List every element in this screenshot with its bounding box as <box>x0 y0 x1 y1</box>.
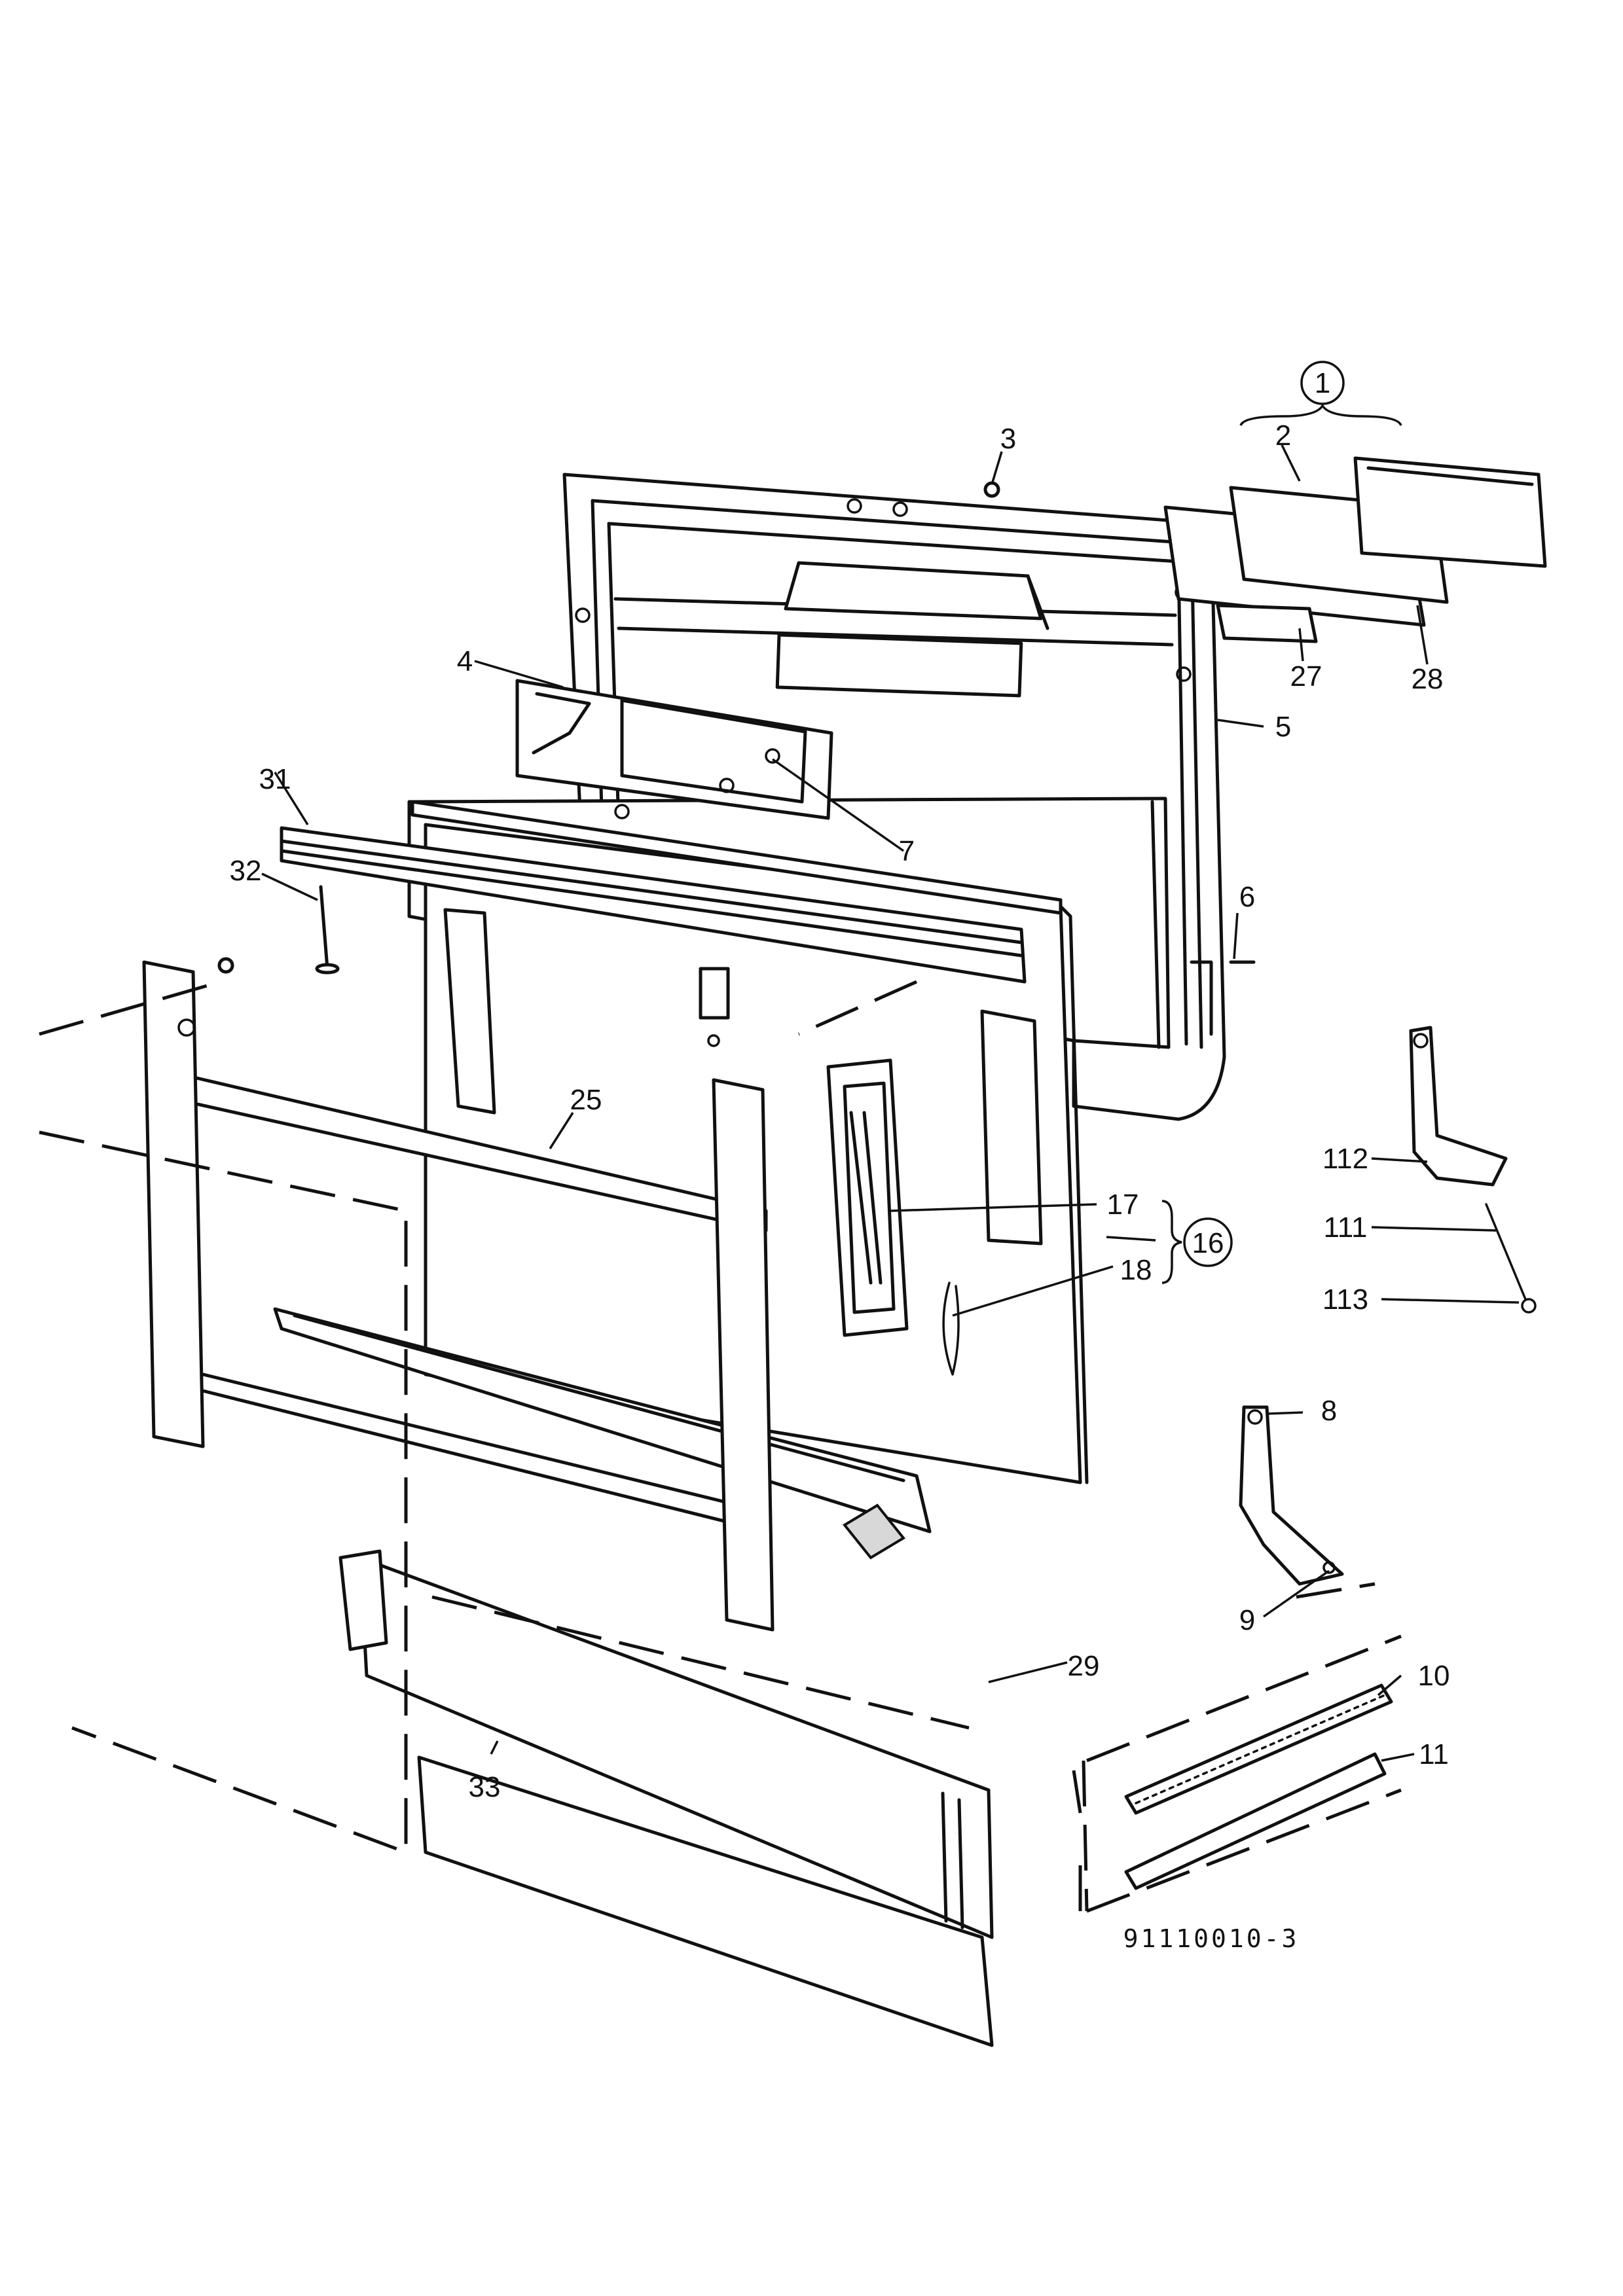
callout-2: 2 <box>1275 420 1291 452</box>
bracket-plate <box>515 679 833 820</box>
callout-11: 11 <box>1419 1738 1449 1770</box>
assembly-1-circle <box>1300 361 1345 405</box>
screw-left <box>217 957 234 974</box>
hinge-bracket-112 <box>1409 1026 1537 1314</box>
callout-32: 32 <box>230 855 262 887</box>
rod-11 <box>1124 1752 1387 1890</box>
bottom-trim <box>338 1549 994 2047</box>
callout-8: 8 <box>1321 1395 1337 1427</box>
callout-31: 31 <box>259 763 291 795</box>
callout-9: 9 <box>1239 1604 1255 1636</box>
callout-16: 16 <box>1192 1227 1224 1259</box>
inner-frame <box>175 1071 932 1560</box>
spring-rod-box-dashed <box>1082 1634 1402 1913</box>
leader-lines <box>261 403 1520 1762</box>
screw-32 <box>315 885 340 975</box>
callout-33: 33 <box>469 1771 501 1803</box>
callout-25: 25 <box>570 1084 602 1116</box>
callout-18: 18 <box>1120 1254 1152 1286</box>
callout-6: 6 <box>1239 881 1255 913</box>
vent-assembly <box>1163 456 1547 643</box>
callout-113: 113 <box>1322 1283 1368 1316</box>
callout-3: 3 <box>1000 423 1016 455</box>
callout-28: 28 <box>1412 663 1444 695</box>
right-upright <box>712 1078 775 1632</box>
callout-17: 17 <box>1107 1189 1139 1221</box>
drawing-code: 91110010-3 <box>1123 1924 1300 1953</box>
cabinet-outline-dashed <box>39 980 1376 1911</box>
callout-27: 27 <box>1290 660 1322 692</box>
callout-112: 112 <box>1322 1143 1368 1175</box>
callout-4: 4 <box>457 645 473 677</box>
callout-29: 29 <box>1068 1650 1100 1682</box>
callout-111: 111 <box>1324 1211 1368 1244</box>
callout-1: 1 <box>1315 367 1330 399</box>
callout-labels: 1 2 3 4 5 6 7 8 9 10 11 16 17 18 25 27 2… <box>230 367 1450 1803</box>
callout-7: 7 <box>899 835 915 867</box>
hinge-mechanism <box>826 1058 960 1376</box>
left-upright <box>142 960 205 1448</box>
callout-5: 5 <box>1275 711 1291 743</box>
callout-10: 10 <box>1418 1660 1450 1692</box>
screw-3 <box>983 481 1000 498</box>
spring-10 <box>1124 1683 1393 1815</box>
hinge-bracket-8 <box>1239 1405 1344 1586</box>
assembly-16-circle <box>1183 1217 1233 1267</box>
top-trim-strip <box>280 800 1063 984</box>
